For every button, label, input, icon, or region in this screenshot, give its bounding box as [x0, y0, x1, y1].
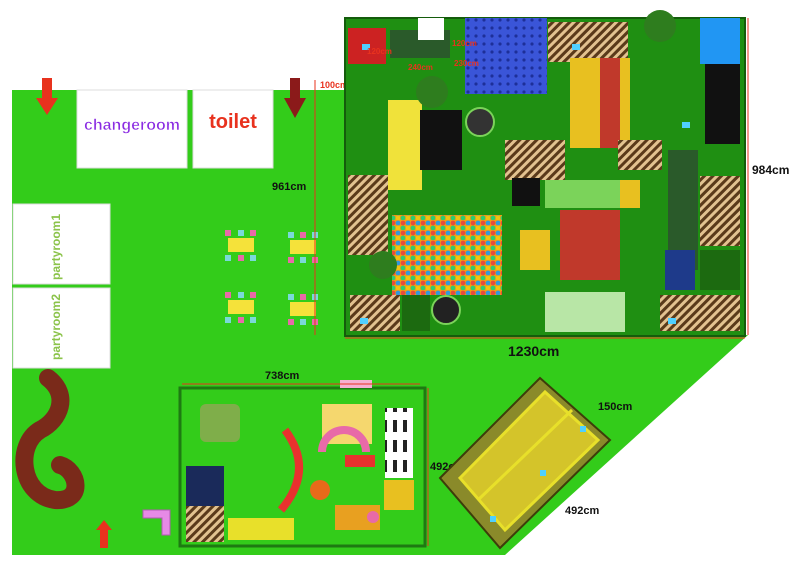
changeroom-box — [76, 89, 188, 169]
table-set — [225, 292, 256, 323]
table-set — [225, 230, 256, 261]
dim-738cm: 738cm — [265, 370, 299, 382]
ball-pool — [392, 215, 502, 295]
pink-slide — [142, 509, 171, 536]
toilet-label: toilet — [209, 111, 257, 133]
dim-red-c: 240cm — [408, 63, 433, 72]
slide-yellow — [388, 100, 422, 190]
partyroom1-label: partyroom1 — [49, 214, 63, 280]
dim-961cm: 961cm — [272, 181, 306, 193]
partyroom2-label: partyroom2 — [49, 294, 63, 360]
partyroom2-box — [12, 287, 111, 369]
partyroom1-box — [12, 203, 111, 285]
slide-red — [560, 210, 620, 280]
dim-1230cm: 1230cm — [508, 343, 559, 359]
toilet-box — [192, 89, 274, 169]
dim-100cm: 100cm — [320, 80, 348, 90]
dim-492cm-trampoline: 492cm — [565, 505, 599, 517]
dining-tables — [225, 230, 318, 325]
trampoline — [438, 376, 612, 550]
main-play-structure — [344, 10, 746, 337]
exit-arrow-dark — [284, 78, 306, 118]
dim-red-a: 120cm — [367, 47, 392, 56]
entrance-arrow-bottom — [96, 520, 112, 548]
table-set — [288, 232, 318, 263]
piano-floor — [385, 408, 413, 478]
dim-984cm: 984cm — [752, 163, 789, 177]
curved-slide — [15, 369, 85, 509]
dim-red-d: 230cm — [454, 59, 479, 68]
dim-150cm: 150cm — [598, 401, 632, 413]
climbing-net — [465, 18, 547, 94]
dim-red-b: 120cm — [452, 39, 477, 48]
changeroom-label: changeroom — [84, 117, 180, 134]
toddler-area — [178, 380, 427, 548]
entrance-arrow-top — [36, 78, 58, 115]
table-set — [288, 294, 318, 325]
